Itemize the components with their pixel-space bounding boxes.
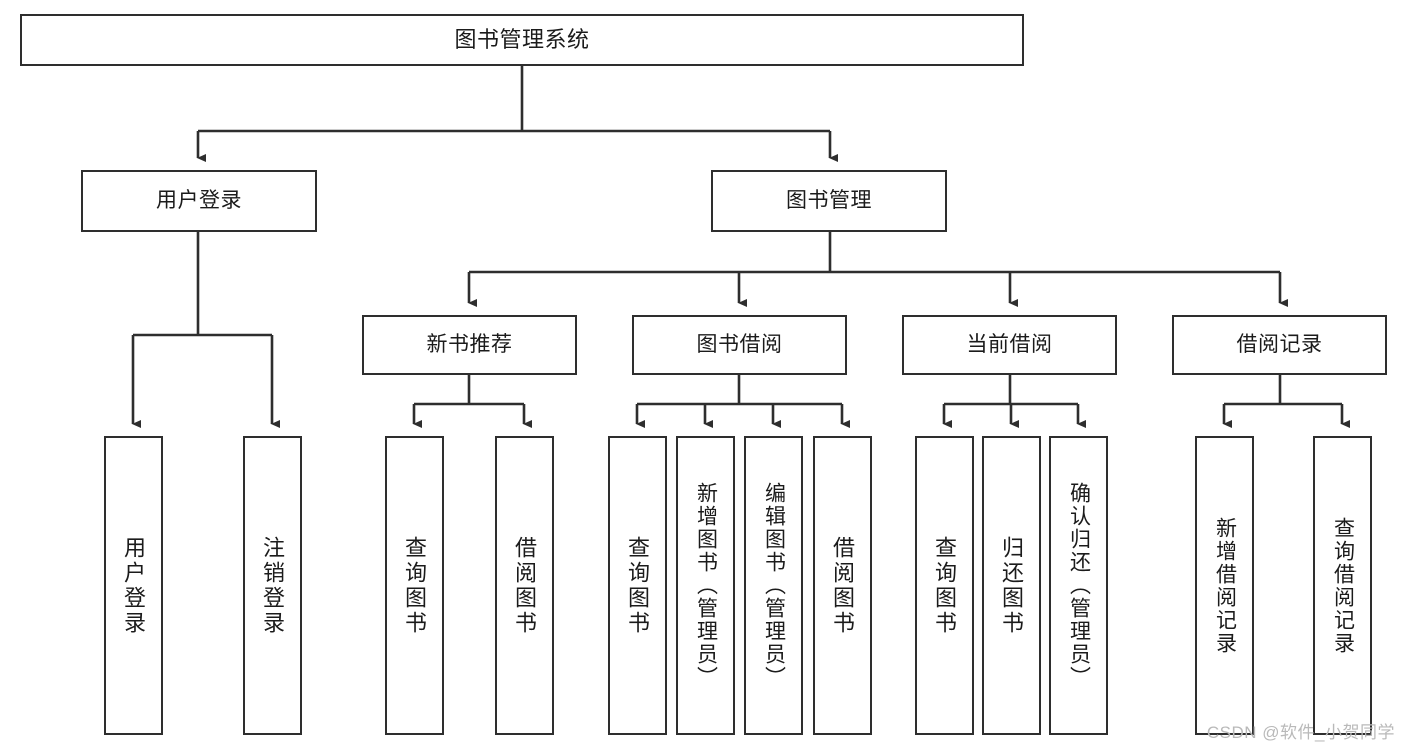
leaf-borrow-add-book-admin[interactable]: 新增图书（管理员） <box>676 436 735 735</box>
node-label: 借阅记录 <box>1236 332 1323 356</box>
leaf-borrow-borrow-book[interactable]: 借阅图书 <box>813 436 872 735</box>
node-label: 用户登录 <box>121 535 147 636</box>
node-current-borrow[interactable]: 当前借阅 <box>902 315 1117 375</box>
watermark: CSDN @软件_小贺同学 <box>1206 723 1395 742</box>
node-label: 归还图书 <box>999 535 1025 636</box>
node-label: 当前借阅 <box>966 332 1053 356</box>
node-label: 查询图书 <box>402 535 428 636</box>
node-new-book-recommend[interactable]: 新书推荐 <box>362 315 577 375</box>
node-label: 新增借阅记录 <box>1213 516 1237 655</box>
node-label: 新增图书（管理员） <box>694 482 718 689</box>
node-root-system[interactable]: 图书管理系统 <box>20 14 1024 66</box>
node-label: 图书借阅 <box>696 332 783 356</box>
node-label: 查询图书 <box>625 535 651 636</box>
leaf-logout[interactable]: 注销登录 <box>243 436 302 735</box>
leaf-record-add[interactable]: 新增借阅记录 <box>1195 436 1254 735</box>
leaf-current-confirm-return-admin[interactable]: 确认归还（管理员） <box>1049 436 1108 735</box>
node-borrow-record[interactable]: 借阅记录 <box>1172 315 1387 375</box>
node-label: 查询图书 <box>932 535 958 636</box>
node-label: 借阅图书 <box>512 535 538 636</box>
node-label: 确认归还（管理员） <box>1067 482 1091 689</box>
leaf-recommend-borrow-book[interactable]: 借阅图书 <box>495 436 554 735</box>
leaf-user-login[interactable]: 用户登录 <box>104 436 163 735</box>
node-label: 图书管理 <box>786 188 872 212</box>
node-label: 借阅图书 <box>830 535 856 636</box>
node-label: 新书推荐 <box>426 332 513 356</box>
node-label: 用户登录 <box>156 188 242 212</box>
leaf-recommend-query-book[interactable]: 查询图书 <box>385 436 444 735</box>
node-label: 查询借阅记录 <box>1331 516 1355 655</box>
leaf-borrow-edit-book-admin[interactable]: 编辑图书（管理员） <box>744 436 803 735</box>
node-label: 图书管理系统 <box>454 27 590 53</box>
node-label: 编辑图书（管理员） <box>762 482 786 689</box>
leaf-current-query-book[interactable]: 查询图书 <box>915 436 974 735</box>
leaf-borrow-query-book[interactable]: 查询图书 <box>608 436 667 735</box>
leaf-current-return-book[interactable]: 归还图书 <box>982 436 1041 735</box>
node-user-login[interactable]: 用户登录 <box>81 170 317 232</box>
node-label: 注销登录 <box>260 535 286 636</box>
node-book-borrow[interactable]: 图书借阅 <box>632 315 847 375</box>
leaf-record-query[interactable]: 查询借阅记录 <box>1313 436 1372 735</box>
node-book-management[interactable]: 图书管理 <box>711 170 947 232</box>
